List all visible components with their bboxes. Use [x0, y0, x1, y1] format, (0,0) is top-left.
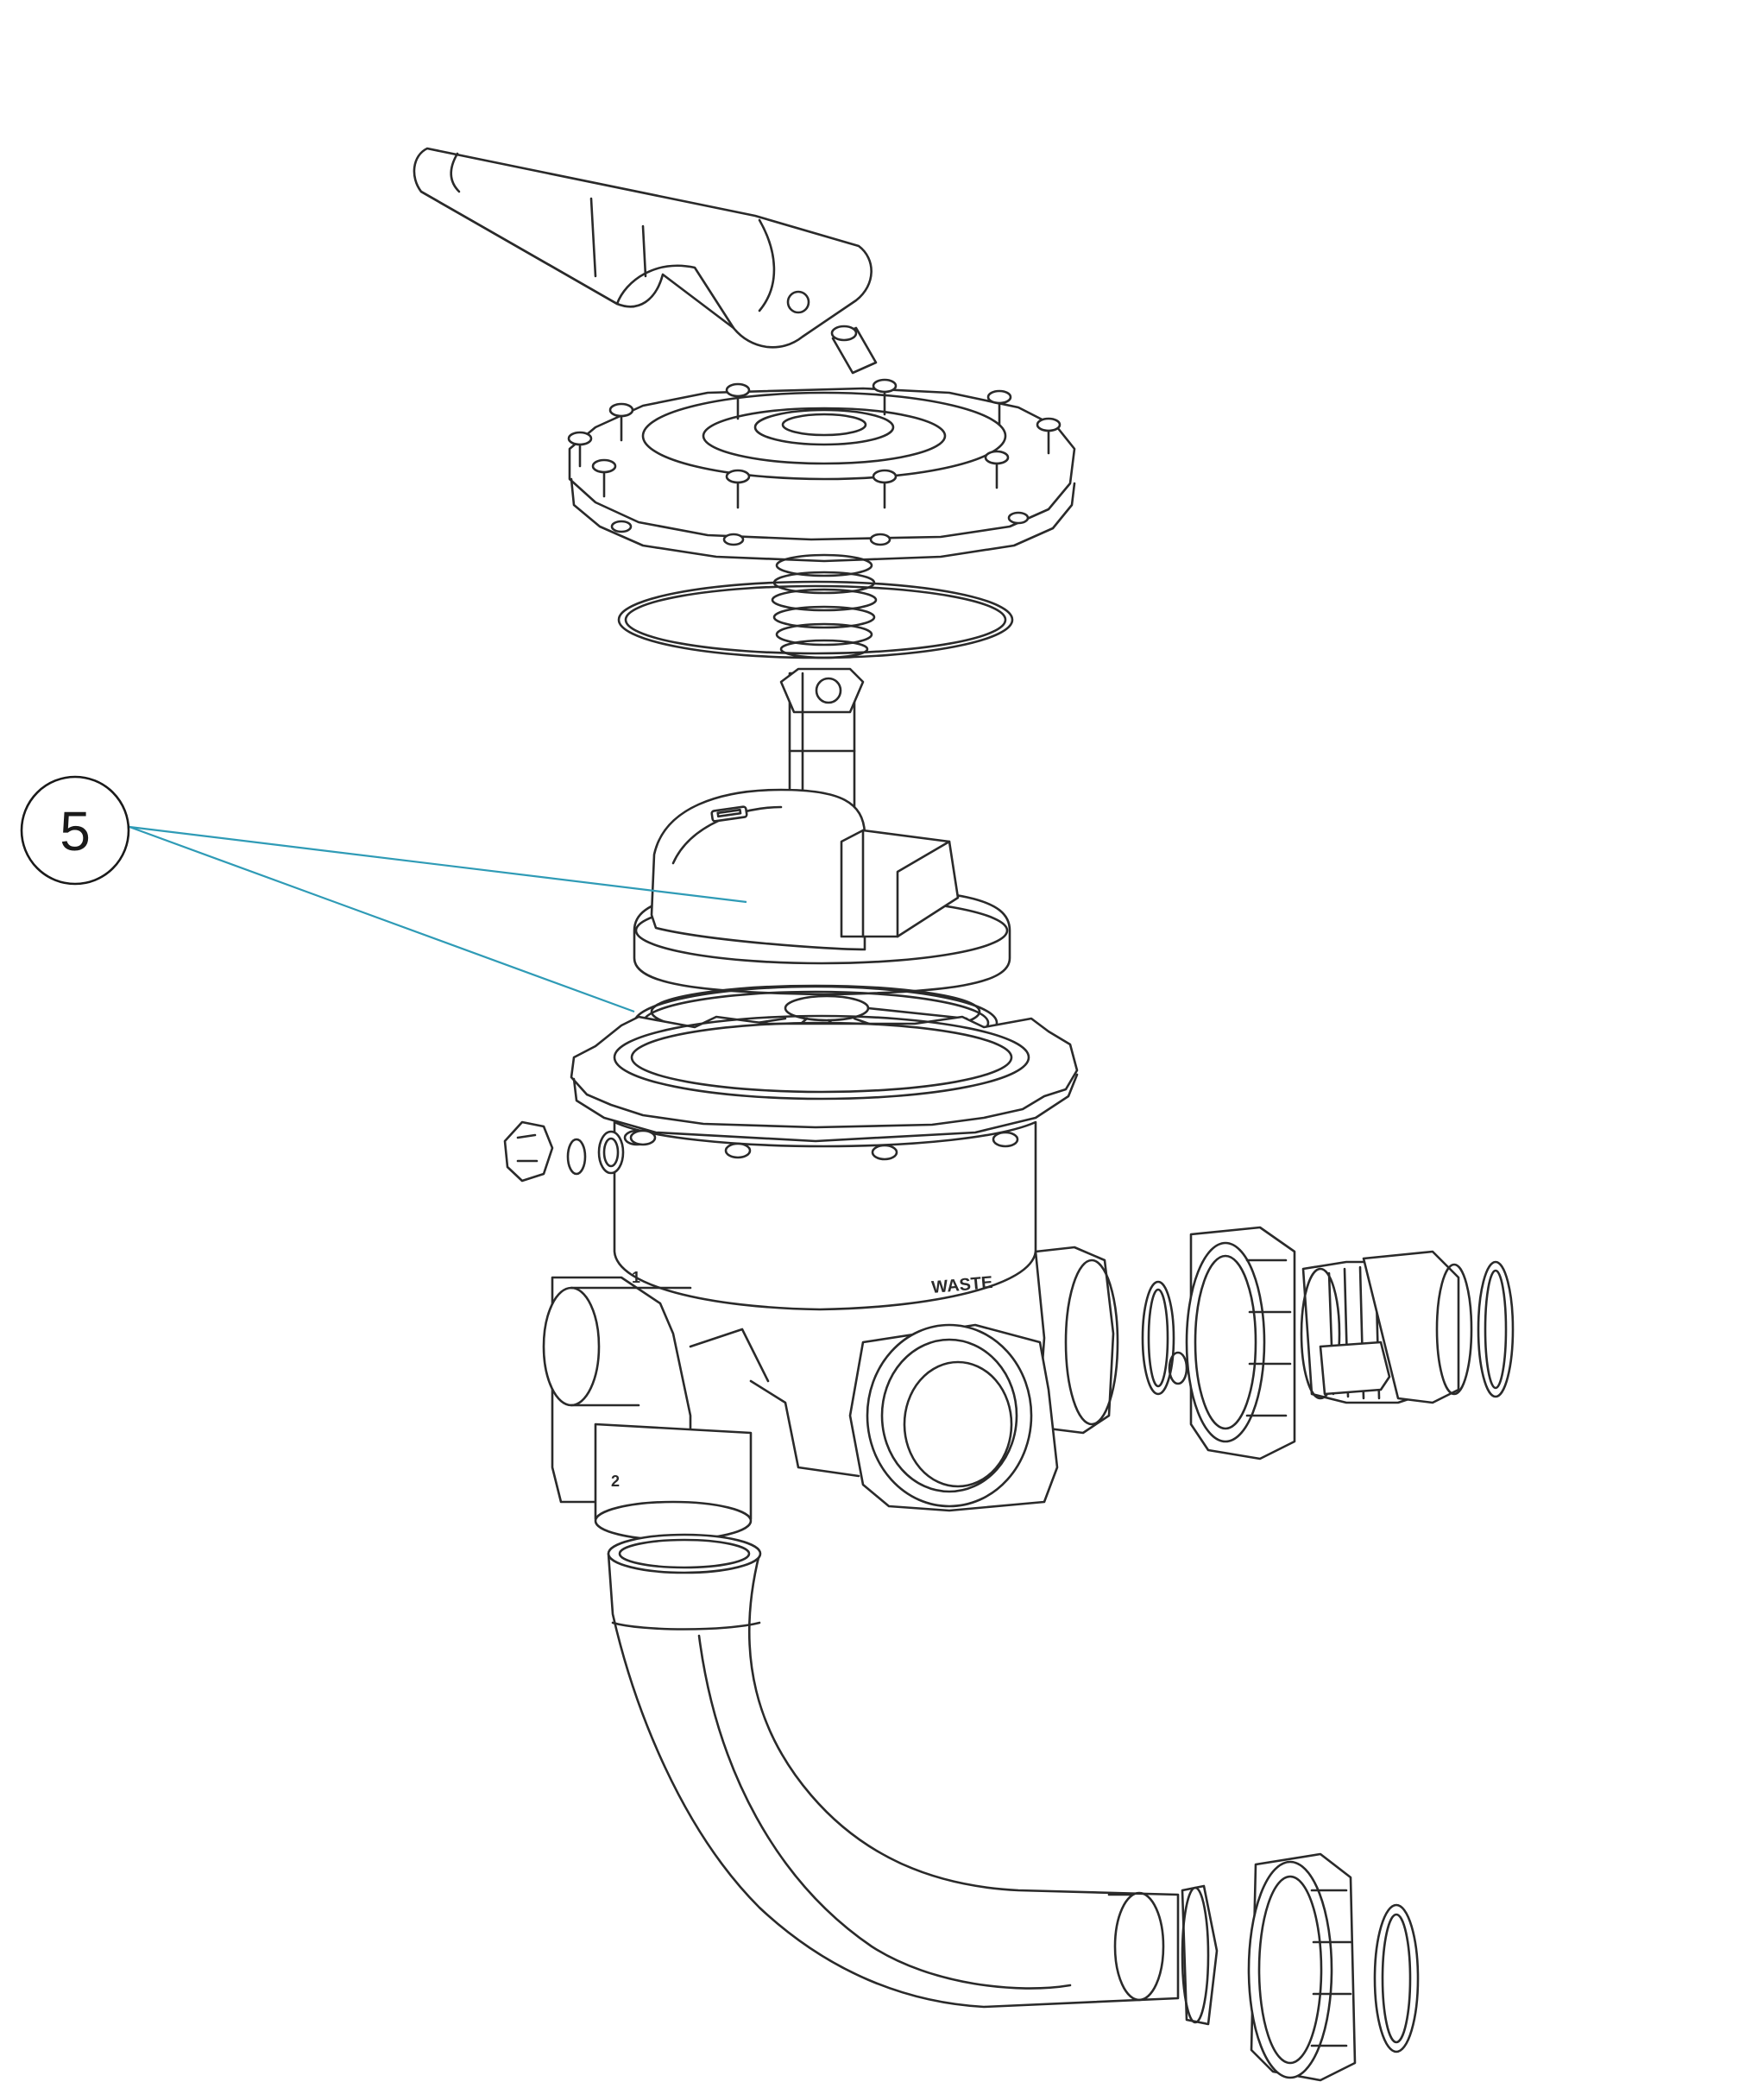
side-o-ring-a — [1141, 1280, 1175, 1396]
valve-handle — [413, 147, 873, 349]
valve-body-flange — [570, 1014, 1079, 1143]
side-union-assembly — [1141, 1226, 1515, 1460]
callout-5: 5 — [20, 775, 747, 1013]
cover-screws — [567, 378, 1062, 546]
drain-plug — [503, 1120, 625, 1183]
rotor-shaft — [779, 667, 865, 826]
port-2-label: 2 — [611, 1473, 620, 1490]
elbow-pipe — [607, 1533, 1180, 2009]
valve-ports: WASTE 1 2 — [542, 1246, 1119, 1542]
bottom-union-assembly — [1181, 1852, 1420, 2082]
spring — [771, 553, 878, 659]
side-union-nut — [1185, 1226, 1296, 1460]
leader-line-seal — [129, 825, 635, 1013]
callout-number: 5 — [60, 800, 91, 862]
rotor-diverter — [633, 788, 1011, 996]
handle-pin — [830, 325, 878, 375]
leader-line-rotor — [129, 825, 747, 904]
side-o-ring-small — [1168, 1351, 1188, 1385]
side-o-ring-b — [1477, 1260, 1515, 1398]
valve-cover — [567, 378, 1076, 563]
callout-circle — [20, 775, 130, 886]
side-tailpiece — [1300, 1250, 1473, 1404]
port-1-label: 1 — [632, 1269, 640, 1286]
body-bolts — [623, 1129, 1019, 1161]
cover-o-ring — [617, 580, 1014, 659]
bottom-union-nut — [1247, 1852, 1357, 2082]
bottom-o-ring — [1373, 1903, 1420, 2053]
